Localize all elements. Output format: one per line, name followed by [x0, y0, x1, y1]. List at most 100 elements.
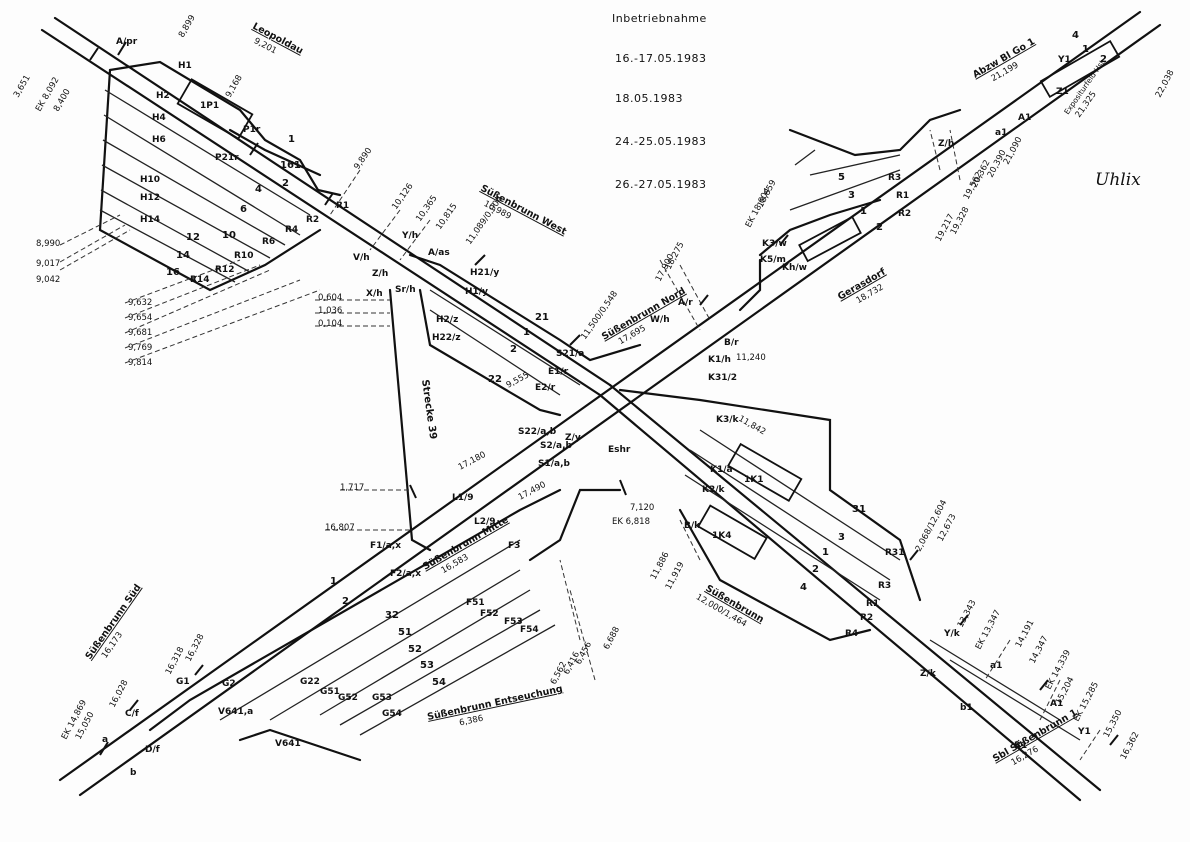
signal: B/r — [724, 338, 739, 348]
signal: H6 — [152, 135, 166, 145]
km-label: 14,347 — [1028, 634, 1051, 665]
sw-outline — [148, 488, 562, 732]
signal: H1 — [178, 61, 192, 71]
sw-track-54 — [359, 624, 556, 736]
signal: R3 — [888, 173, 901, 183]
signal: R14 — [190, 275, 209, 285]
leader — [59, 224, 126, 263]
km-label: 16,807 — [325, 523, 355, 533]
km-label: 1,036 — [318, 306, 342, 316]
signal: H21/y — [470, 268, 499, 278]
signal: H10 — [140, 175, 160, 185]
track-num: 5 — [838, 172, 845, 183]
signal: b1 — [960, 703, 973, 713]
track-num: 1 — [822, 547, 829, 558]
br-track-1 — [929, 639, 1061, 721]
signal: Sr/h — [395, 285, 416, 295]
km-label: 8,899 — [177, 13, 198, 39]
mainline-a — [40, 28, 602, 397]
km-label: 21,090 — [1002, 135, 1025, 166]
leader — [124, 259, 241, 304]
yard-track-1 — [104, 89, 311, 216]
track-num: 2 — [1100, 54, 1107, 65]
se-track-2 — [684, 474, 881, 601]
signal: D/f — [145, 745, 160, 755]
gerasdorf-track-3 — [789, 169, 901, 211]
track-num: 31 — [852, 504, 866, 515]
platform-box-1k4 — [697, 504, 768, 561]
km-label: EK 13,347 — [974, 608, 1003, 651]
track-num: 2 — [342, 596, 349, 607]
track-num: 2 — [876, 222, 883, 233]
track-num: 2 — [812, 564, 819, 575]
track-num: 14 — [176, 250, 190, 261]
signal: F53 — [504, 617, 523, 627]
gerasdorf-platform — [798, 215, 862, 263]
km-label: 3,651 — [12, 73, 33, 99]
signal: R10 — [234, 251, 253, 261]
track-21 — [408, 253, 642, 362]
platform-box-top-right — [1039, 39, 1121, 99]
signal: V641,a — [218, 707, 253, 717]
sw-track-32 — [219, 539, 521, 721]
mainline-f — [78, 23, 1162, 797]
signal: H1/y — [465, 287, 488, 297]
signal: K3/k — [716, 415, 740, 425]
gerasdorf-spur — [794, 149, 816, 166]
signal: S21/a — [556, 349, 584, 359]
yard-track-5 — [100, 189, 251, 273]
signal: E2/r — [535, 383, 556, 393]
signal: H2 — [156, 91, 170, 101]
signal: A/as — [428, 248, 450, 258]
km-label: EK 6,818 — [612, 517, 650, 527]
track-num: 53 — [420, 660, 434, 671]
signal: G53 — [372, 693, 392, 703]
track-num: 3 — [848, 190, 855, 201]
station-entseuchung-km: 6,386 — [458, 714, 484, 729]
yard-track-2 — [103, 114, 301, 236]
track-num: 1 — [523, 327, 530, 338]
signal: R4 — [845, 629, 858, 639]
track-num: 3 — [838, 532, 845, 543]
signal: K31/2 — [708, 373, 737, 383]
signal: H12 — [140, 193, 160, 203]
signal: K3/w — [762, 239, 787, 249]
signal: a1 — [995, 128, 1007, 138]
signal: G2 — [222, 679, 236, 689]
signal: Z/k — [920, 669, 937, 679]
signal: V641 — [275, 739, 301, 749]
signal: B1 — [1014, 741, 1027, 751]
km-label: 17,180 — [457, 450, 488, 473]
leader — [659, 259, 701, 331]
strecke-label: Strecke 39 — [419, 379, 438, 440]
leader — [59, 229, 131, 271]
km-label: 9,769 — [128, 343, 152, 353]
mainline-d — [608, 383, 1102, 792]
mainline-e — [58, 10, 1142, 782]
signal: R2 — [898, 209, 911, 219]
signal: R4 — [285, 225, 298, 235]
date-3: 24.-25.05.1983 — [615, 135, 706, 148]
leader — [679, 264, 711, 321]
signal: H4 — [152, 113, 166, 123]
date-1: 16.-17.05.1983 — [615, 52, 706, 65]
signal-ticks — [89, 41, 1119, 756]
signal: F2/a,x — [390, 569, 421, 579]
signal: 1K4 — [712, 531, 732, 541]
signal: F3 — [508, 541, 520, 551]
km-label: 9,681 — [128, 328, 152, 338]
signal: C/f — [125, 709, 139, 719]
sw-loop — [528, 488, 622, 562]
km-label: 8,990 — [36, 239, 60, 249]
track-num: 52 — [408, 644, 422, 655]
signal: Z/y — [565, 433, 581, 443]
signal: Y/k — [943, 629, 961, 639]
leader — [399, 219, 431, 261]
signal: 1K1 — [744, 475, 764, 485]
signal: A1 — [1018, 113, 1031, 123]
km-label: EK 18,604 — [744, 186, 773, 229]
signal: R6 — [262, 237, 275, 247]
br-track-2 — [949, 659, 1081, 741]
